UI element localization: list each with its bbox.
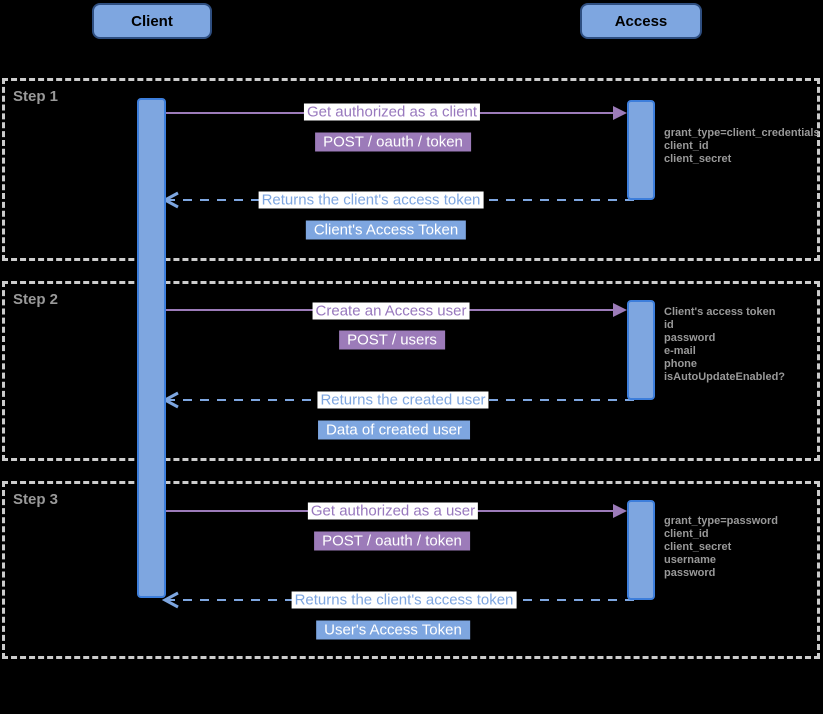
actor-box-client: Client	[92, 3, 212, 39]
arrowhead-right-icon	[613, 504, 627, 518]
request-label-step1: Get authorized as a client	[303, 103, 481, 121]
request-params-step1: grant_type=client_credentials client_id …	[664, 127, 820, 165]
activation-bar-access-step3	[627, 500, 655, 600]
response-badge-step1: Client's Access Token	[305, 220, 467, 240]
step-2-label: Step 2	[13, 291, 59, 308]
actor-label-client: Client	[131, 12, 173, 30]
request-badge-step1: POST / oauth / token	[315, 132, 471, 152]
request-badge-step3: POST / oauth / token	[314, 531, 470, 551]
activation-bar-access-step1	[627, 100, 655, 200]
actor-box-access: Access	[580, 3, 702, 39]
response-label-step2: Returns the created user	[317, 391, 489, 409]
step-3-frame: Step 3	[2, 481, 820, 659]
arrowhead-right-icon	[613, 106, 627, 120]
response-badge-step3: User's Access Token	[316, 620, 470, 640]
request-label-step2: Create an Access user	[312, 302, 470, 320]
activation-bar-access-step2	[627, 300, 655, 400]
step-1-frame: Step 1	[2, 78, 820, 261]
step-3-label: Step 3	[13, 491, 59, 508]
request-badge-step2: POST / users	[339, 330, 445, 350]
step-2-frame: Step 2	[2, 281, 820, 461]
arrowhead-left-icon	[161, 590, 181, 610]
request-params-step3: grant_type=password client_id client_sec…	[664, 515, 779, 579]
arrowhead-right-icon	[613, 303, 627, 317]
activation-bar-client	[137, 98, 166, 598]
request-label-step3: Get authorized as a user	[307, 502, 479, 520]
step-1-label: Step 1	[13, 88, 59, 105]
request-params-step2: Client's access token id password e-mail…	[664, 306, 786, 383]
actor-label-access: Access	[614, 12, 668, 30]
response-label-step1: Returns the client's access token	[258, 191, 484, 209]
response-badge-step2: Data of created user	[318, 420, 470, 440]
response-label-step3: Returns the client's access token	[291, 591, 517, 609]
